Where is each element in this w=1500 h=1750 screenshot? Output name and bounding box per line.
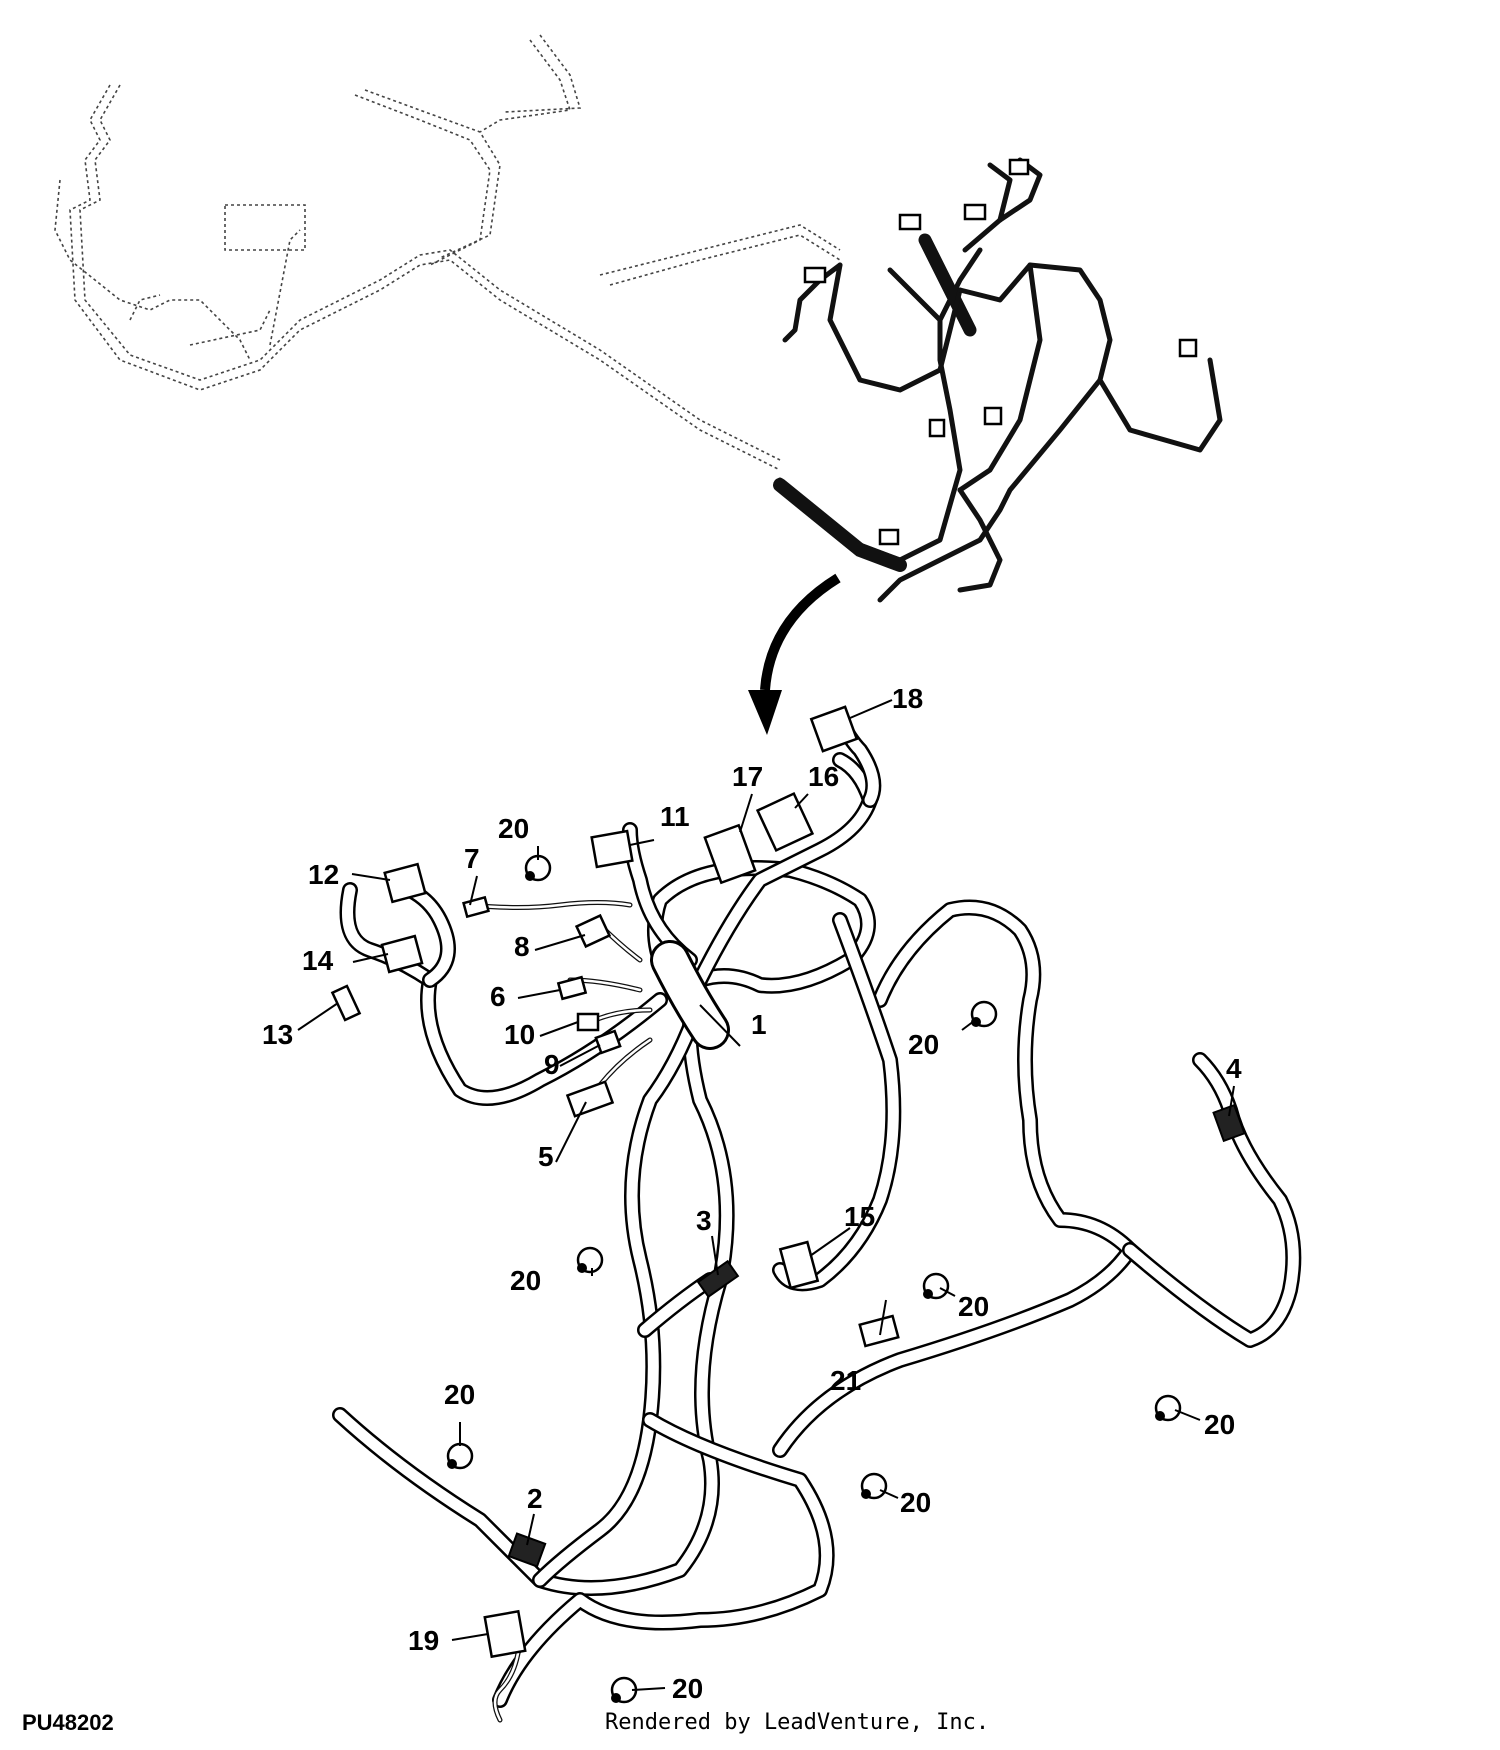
clamp-icon [970, 1000, 998, 1028]
callout-11: 11 [660, 801, 690, 832]
clamp-icon [446, 1442, 474, 1470]
callout-14: 14 [302, 945, 334, 976]
callout-6: 6 [490, 981, 506, 1012]
connector-19 [483, 1609, 527, 1659]
connector-12 [383, 862, 427, 904]
clamps [446, 854, 1182, 1704]
callout-5: 5 [538, 1141, 554, 1172]
connector-18 [809, 705, 859, 753]
callout-9: 9 [544, 1049, 560, 1080]
clamp-icon [922, 1272, 950, 1300]
connectors [330, 705, 1246, 1659]
callout-20: 20 [958, 1291, 989, 1322]
connector-7 [462, 895, 490, 919]
callout-20: 20 [444, 1379, 475, 1410]
part-number-label: PU48202 [22, 1710, 114, 1735]
clamp-icon [576, 1246, 604, 1274]
connector-15 [778, 1240, 820, 1290]
transition-arrow [748, 573, 841, 735]
clamp-icon [610, 1676, 638, 1704]
callout-20: 20 [900, 1487, 931, 1518]
clamp-icon [524, 854, 552, 882]
callout-20: 20 [1204, 1409, 1235, 1440]
render-credit: Rendered by LeadVenture, Inc. [605, 1710, 990, 1735]
callout-21: 21 [830, 1365, 861, 1396]
connector-4 [1212, 1103, 1246, 1143]
connector-16 [755, 791, 815, 853]
clamp-icon [1154, 1394, 1182, 1422]
callout-17: 17 [732, 761, 763, 792]
connector-6 [556, 975, 588, 1001]
connector-2 [507, 1532, 547, 1568]
callout-18: 18 [892, 683, 923, 714]
connector-10 [576, 1012, 600, 1032]
callout-20: 20 [908, 1029, 939, 1060]
callout-15: 15 [844, 1201, 875, 1232]
callout-16: 16 [808, 761, 839, 792]
callout-20: 20 [498, 813, 529, 844]
callouts: 1 2 3 4 5 6 7 8 9 10 11 12 13 14 15 16 1… [262, 683, 1242, 1704]
leader-lines [297, 699, 1235, 1691]
callout-20: 20 [672, 1673, 703, 1704]
callout-1: 1 [751, 1009, 767, 1040]
callout-8: 8 [514, 931, 530, 962]
overview-highlighted-harness [773, 157, 1223, 603]
clamp-icon [860, 1472, 888, 1500]
connector-17 [703, 823, 757, 885]
connector-14 [380, 934, 424, 974]
connector-11 [590, 829, 634, 869]
callout-4: 4 [1226, 1053, 1242, 1084]
connector-8 [574, 913, 612, 949]
connector-3 [696, 1259, 740, 1299]
callout-12: 12 [308, 859, 339, 890]
callout-3: 3 [696, 1205, 712, 1236]
callout-2: 2 [527, 1483, 543, 1514]
connector-13 [330, 984, 362, 1022]
callout-20: 20 [510, 1265, 541, 1296]
main-harness [332, 712, 1302, 1723]
connector-5 [565, 1080, 615, 1118]
connector-9 [594, 1029, 622, 1055]
callout-7: 7 [464, 843, 480, 874]
bracket-21 [858, 1314, 900, 1348]
callout-10: 10 [504, 1019, 535, 1050]
callout-13: 13 [262, 1019, 293, 1050]
callout-19: 19 [408, 1625, 439, 1656]
overview-harness [54, 34, 841, 471]
